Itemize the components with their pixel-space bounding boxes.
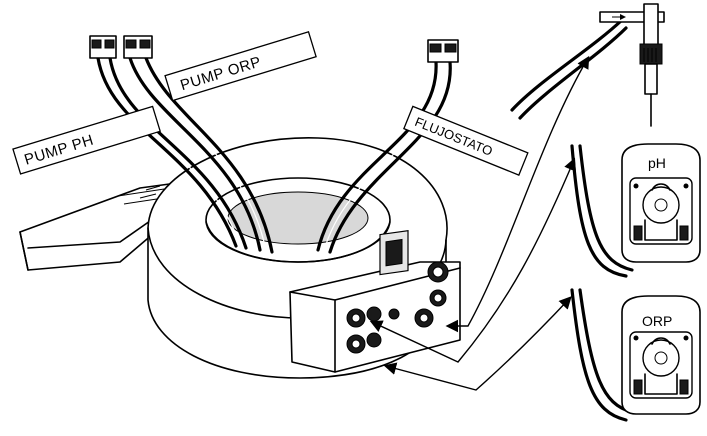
label-flow-switch: FLUJOSTATO	[403, 105, 529, 176]
orp-pump: ORP	[570, 288, 701, 422]
bnc-connector	[414, 308, 434, 328]
pump-ph-cables	[96, 56, 248, 250]
cable-gland-mid	[429, 289, 447, 307]
ph-pump-label: pH	[648, 155, 666, 171]
orp-pump-label: ORP	[642, 313, 672, 329]
pump-orp-cables	[128, 56, 274, 254]
arrow-orp-pump	[383, 296, 572, 391]
terminal-block-orp	[123, 35, 153, 59]
connection-arrows	[369, 55, 590, 391]
label-pump-ph: PUMP PH	[12, 105, 161, 175]
label-pump-orp: PUMP ORP	[164, 30, 317, 102]
controller-housing	[147, 137, 461, 379]
cable-gland-top	[427, 261, 449, 283]
flow-switch-sensor	[510, 3, 665, 127]
ph-pump: pH	[570, 143, 701, 278]
terminal-block-flow-switch	[427, 39, 459, 63]
arrow-flow-switch	[445, 55, 590, 333]
terminal-block-ph	[89, 35, 117, 59]
connector-orp	[346, 332, 382, 354]
